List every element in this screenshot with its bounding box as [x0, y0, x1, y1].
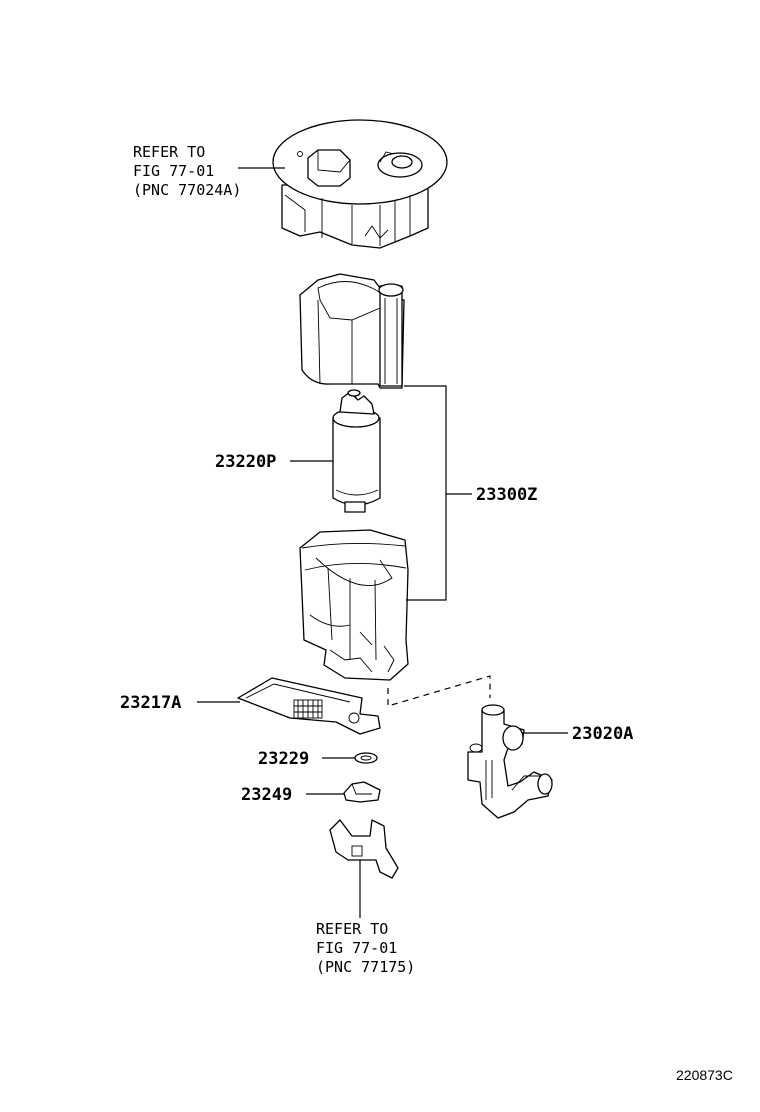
dashed-connector [387, 675, 491, 707]
top-ref-line-1: REFER TO [133, 143, 205, 161]
diagram-code: 220873C [676, 1067, 733, 1083]
pressure-regulator-drawing [467, 704, 553, 819]
top-ref-line-3: (PNC 77024A) [133, 181, 241, 199]
fuel-pump-drawing [332, 389, 381, 513]
part-number-23249: 23249 [241, 785, 292, 805]
sub-tank-drawing [299, 529, 409, 681]
part-number-23229: 23229 [258, 749, 309, 769]
set-plate-drawing [272, 119, 448, 249]
part-number-23300Z: 23300Z [476, 485, 537, 505]
top-ref-line-2: FIG 77-01 [133, 162, 214, 180]
bracket-23300Z [404, 385, 472, 601]
part-number-23217A: 23217A [120, 693, 181, 713]
filter-upper-drawing [299, 273, 405, 389]
bottom-ref-line-2: FIG 77-01 [316, 939, 397, 957]
strainer-drawing [237, 677, 381, 735]
retainer-drawing [343, 781, 381, 803]
bottom-ref-line-3: (PNC 77175) [316, 958, 415, 976]
o-ring-drawing [354, 752, 378, 764]
clip-drawing [329, 819, 399, 879]
part-number-23220P: 23220P [215, 452, 276, 472]
part-number-23020A: 23020A [572, 724, 633, 744]
bottom-ref-line-1: REFER TO [316, 920, 388, 938]
